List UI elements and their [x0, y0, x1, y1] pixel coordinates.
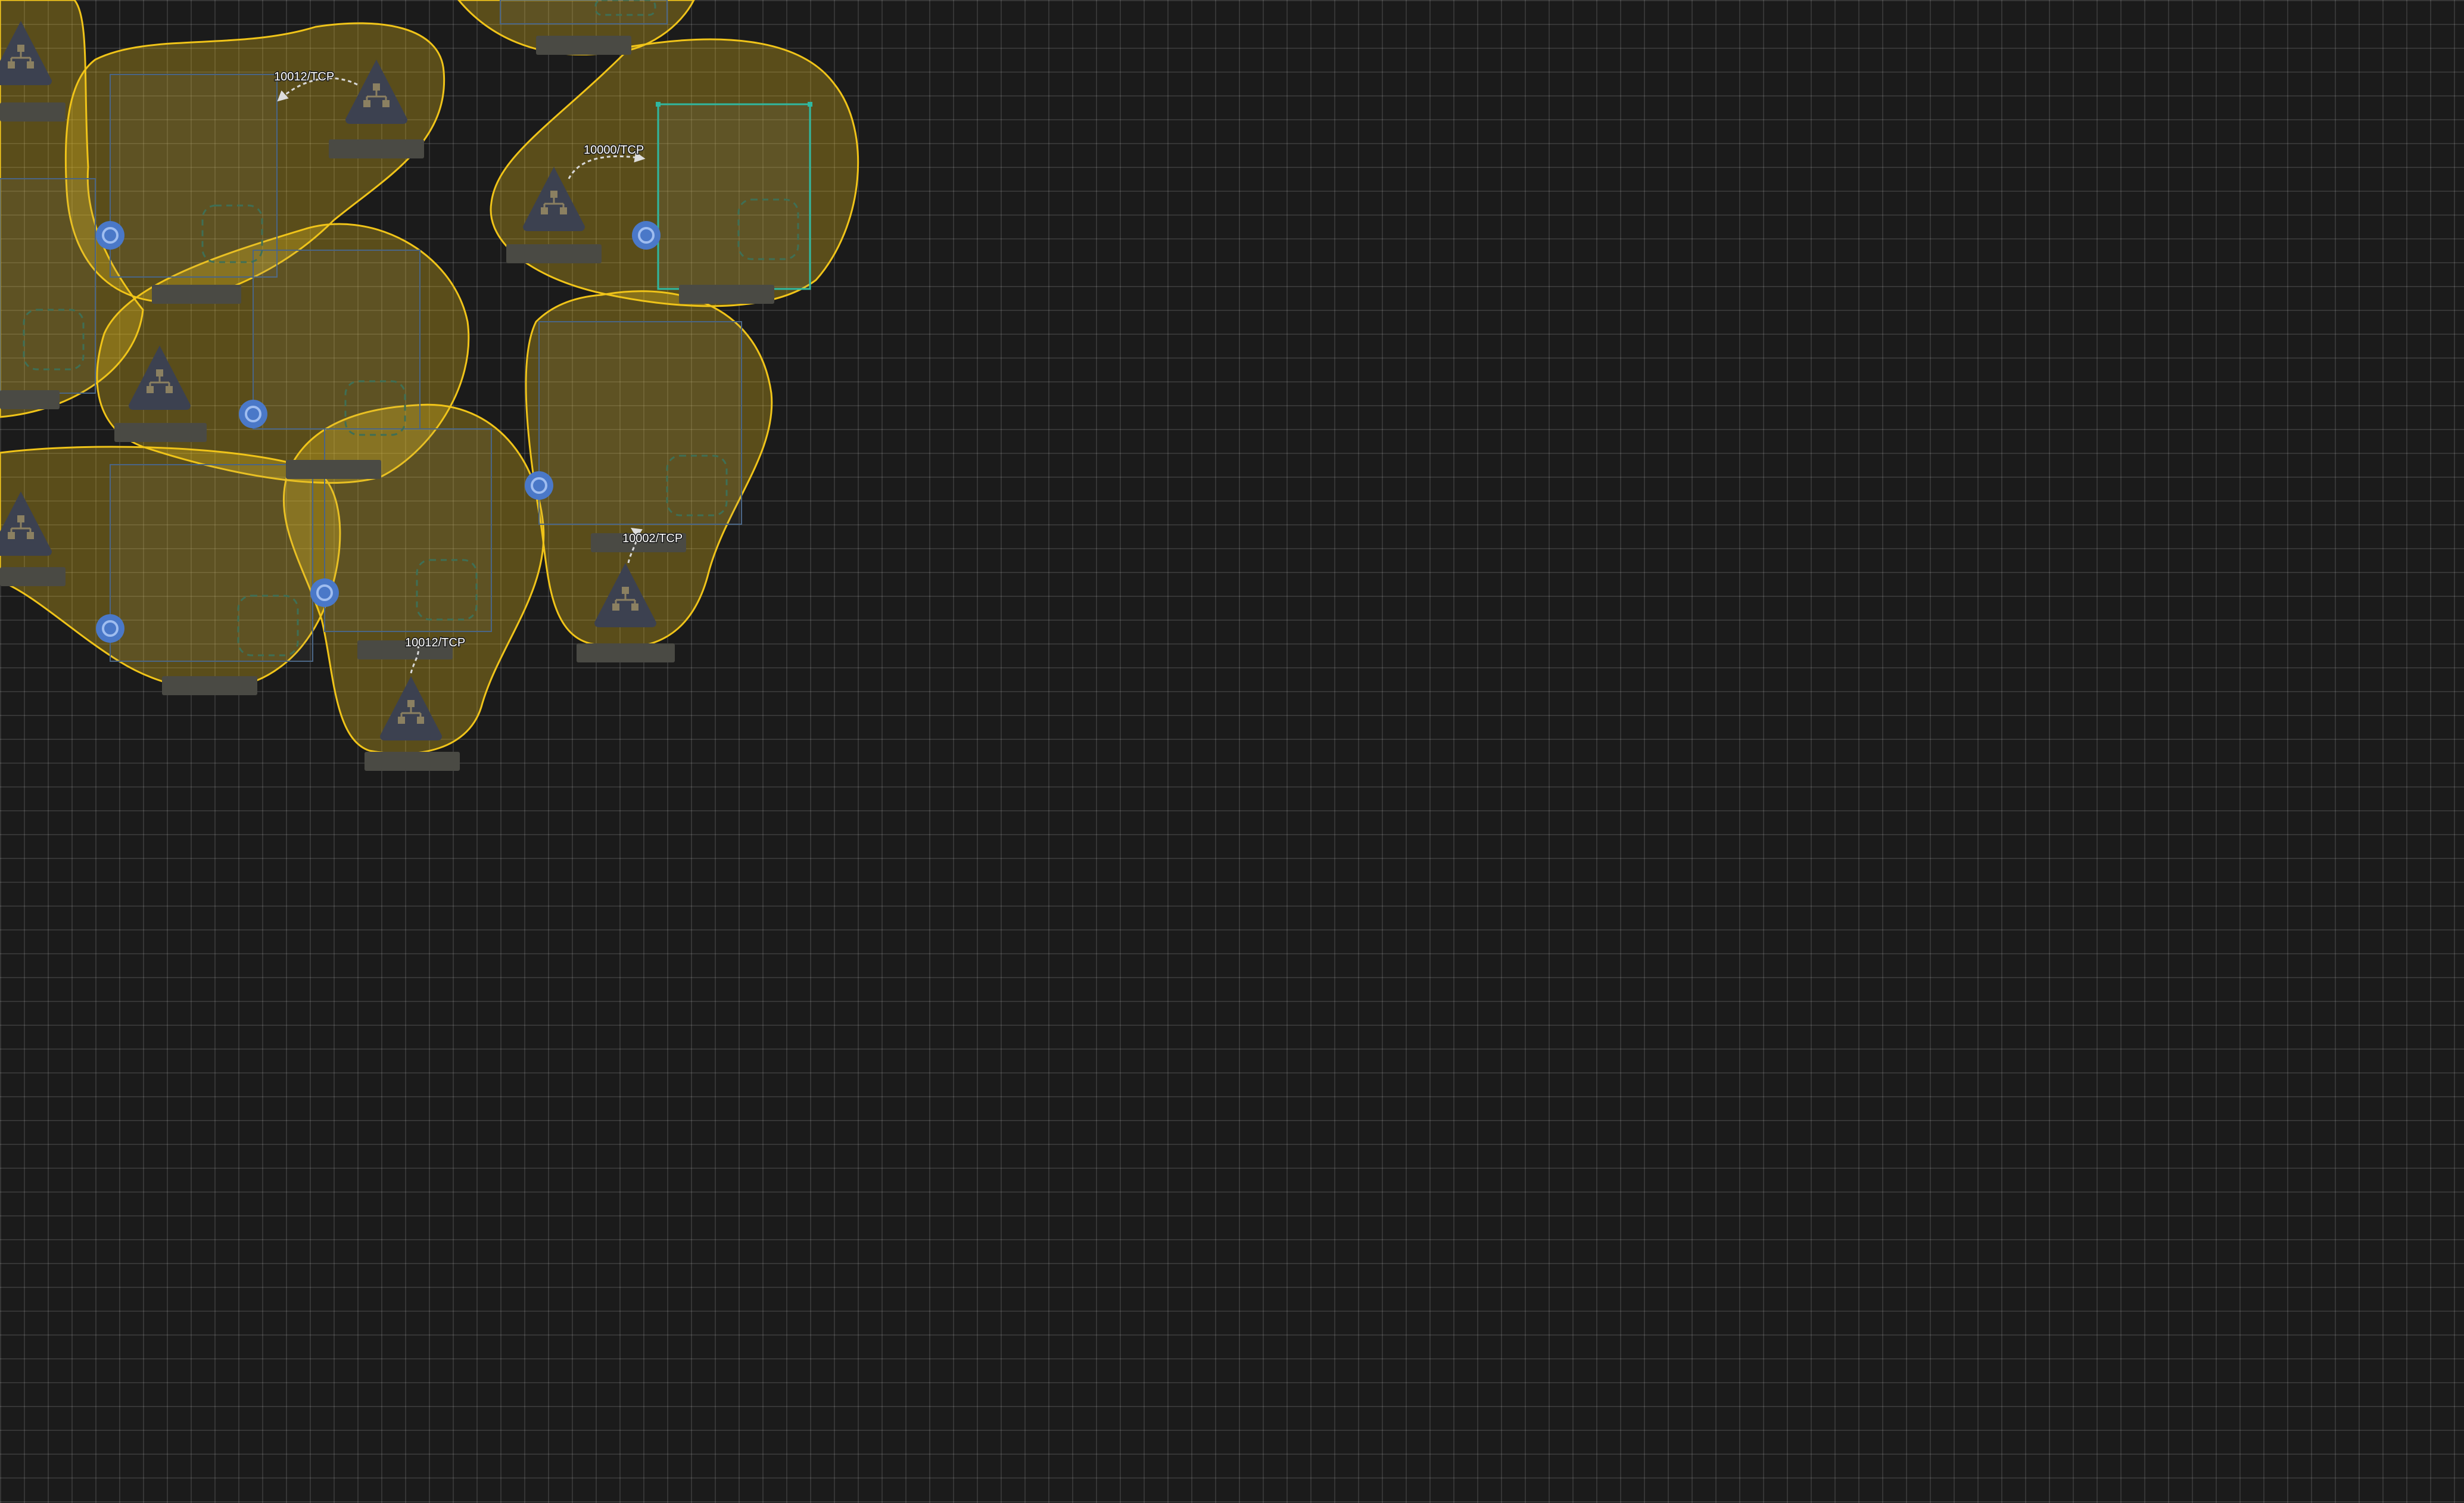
name-plate[interactable] — [506, 244, 602, 263]
name-plate[interactable] — [577, 643, 675, 662]
selection-handle[interactable] — [656, 102, 661, 107]
node-name-plates — [0, 36, 774, 771]
port-label: 10000/TCP — [584, 144, 644, 157]
group-blob[interactable] — [0, 446, 341, 690]
name-plate[interactable] — [286, 460, 381, 479]
volume-icon[interactable] — [737, 198, 799, 260]
connection-edge[interactable] — [410, 646, 420, 674]
deployment-box[interactable] — [253, 250, 420, 430]
name-plate[interactable] — [329, 139, 424, 158]
name-plate[interactable] — [152, 285, 241, 304]
volume-icon[interactable] — [201, 204, 263, 263]
network-hierarchy-icon[interactable] — [0, 21, 52, 85]
connections: 10012/TCP 10000/TCP 10002/TCP 10012/TCP — [273, 70, 684, 674]
network-hierarchy-icon[interactable] — [594, 563, 656, 627]
deployment-box[interactable] — [538, 321, 742, 525]
name-plate[interactable] — [591, 533, 686, 552]
deployment-box[interactable] — [110, 464, 313, 662]
name-plate[interactable] — [0, 390, 60, 409]
connection-edge[interactable] — [277, 77, 358, 102]
connection-edge[interactable] — [627, 527, 643, 564]
deployment-box[interactable] — [324, 428, 492, 632]
network-hierarchy-icon[interactable] — [0, 491, 52, 556]
deployment-box[interactable] — [500, 0, 668, 24]
connector-node-icon[interactable] — [310, 578, 339, 607]
name-plate[interactable] — [536, 36, 631, 55]
group-blob[interactable] — [490, 38, 859, 307]
name-plate[interactable] — [679, 285, 774, 304]
name-plate[interactable] — [162, 676, 257, 695]
group-blob[interactable] — [64, 22, 446, 303]
volume-icon[interactable] — [666, 455, 728, 516]
port-label: 10012/TCP — [274, 70, 334, 83]
connector-node-icon[interactable] — [96, 221, 124, 250]
deployment-box[interactable] — [110, 74, 278, 278]
network-hierarchy-icon[interactable] — [523, 167, 585, 231]
deployment-box-selected[interactable] — [657, 103, 811, 290]
name-plate[interactable] — [0, 102, 66, 122]
selection-handle[interactable] — [808, 102, 812, 107]
volume-icon[interactable] — [237, 595, 299, 656]
volume-icon[interactable] — [344, 380, 406, 436]
port-label: 10002/TCP — [622, 532, 683, 545]
connector-node-icon[interactable] — [632, 221, 661, 250]
volume-icon[interactable] — [23, 309, 85, 371]
name-plate[interactable] — [357, 640, 453, 659]
name-plate[interactable] — [365, 752, 460, 771]
name-plate[interactable] — [114, 423, 207, 442]
network-hierarchy-icon[interactable] — [380, 676, 442, 740]
endpoint-nodes — [96, 221, 661, 643]
connector-node-icon[interactable] — [239, 400, 267, 428]
connection-edge[interactable] — [568, 151, 646, 179]
service-icons — [0, 21, 656, 740]
connector-node-icon[interactable] — [525, 471, 553, 500]
deployment-box[interactable] — [0, 178, 96, 394]
network-hierarchy-icon[interactable] — [345, 60, 407, 124]
port-label: 10012/TCP — [405, 636, 465, 649]
volume-icon[interactable] — [594, 0, 656, 16]
volume-icons — [23, 0, 799, 656]
network-hierarchy-icon[interactable] — [129, 346, 191, 410]
volume-icon[interactable] — [416, 559, 478, 621]
group-blobs — [0, 0, 859, 755]
name-plate[interactable] — [0, 567, 66, 586]
connector-node-icon[interactable] — [96, 614, 124, 643]
